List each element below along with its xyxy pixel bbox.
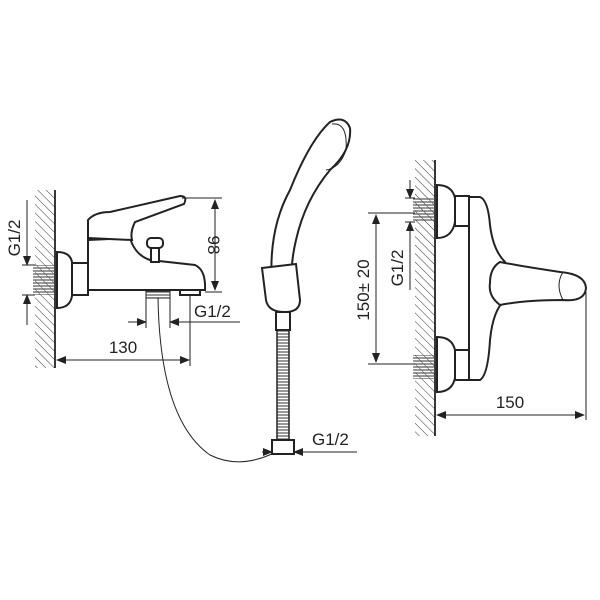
inlet-thread-bottom <box>413 355 435 379</box>
braided-hose <box>276 329 290 441</box>
shower-head-handle <box>270 118 352 290</box>
label-inlet-thread-right: G1/2 <box>388 250 407 287</box>
label-projection-130: 130 <box>109 338 137 357</box>
escutcheon-top <box>436 183 456 240</box>
bath-mixer: G1/2 98 G1/2 130 <box>5 190 240 368</box>
label-centers-150-20: 150± 20 <box>354 259 373 320</box>
shower-head-face <box>325 123 347 171</box>
diverter-knob <box>146 237 164 249</box>
label-inlet-thread-left: G1/2 <box>5 220 24 257</box>
mixer-body <box>87 236 207 291</box>
label-outlet-thread: G1/2 <box>194 302 231 321</box>
escutcheon-bottom <box>436 335 456 394</box>
hand-shower: G1/2 <box>157 118 357 463</box>
escutcheon <box>56 250 73 310</box>
label-projection-150: 150 <box>496 393 524 412</box>
outlet-fitting <box>145 290 171 299</box>
mixer-lever-right <box>488 260 588 307</box>
label-hose-thread: G1/2 <box>312 430 349 449</box>
label-height-98: 98 <box>204 236 223 255</box>
mixer-lever <box>87 194 187 242</box>
inlet-thread-left <box>33 265 55 295</box>
hose-line <box>157 297 277 463</box>
hose-cone <box>275 311 291 331</box>
connector-nut <box>71 262 89 296</box>
spout-outlet <box>179 289 201 296</box>
shower-holder <box>260 262 302 314</box>
shower-mixer: G1/2 150± 20 150 <box>354 160 588 436</box>
hose-nut <box>271 439 295 455</box>
inlet-thread-top <box>413 198 435 222</box>
